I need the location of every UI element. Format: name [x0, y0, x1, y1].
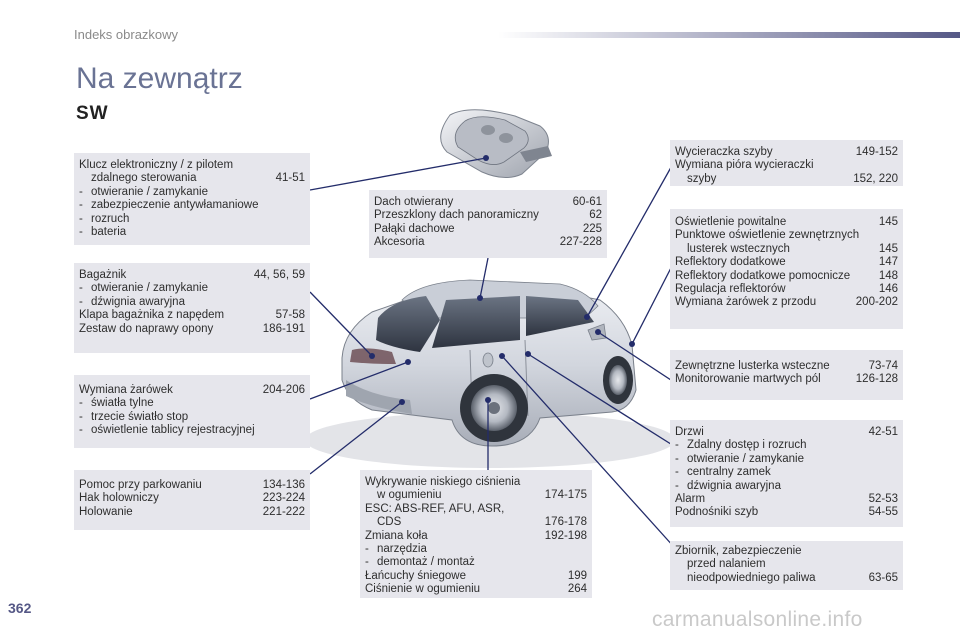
watermark: carmanualsonline.info — [652, 608, 863, 632]
key-title[interactable]: Klucz elektroniczny / z pilotem — [79, 159, 305, 172]
key-fob-image — [441, 110, 552, 178]
list-item: bateria — [79, 226, 305, 239]
list-item: otwieranie / zamykanie — [675, 453, 898, 466]
list-item: dźwignia awaryjna — [79, 296, 305, 309]
page-number: 362 — [8, 600, 31, 616]
box-key: Klucz elektroniczny / z pilotem zdalnego… — [74, 153, 310, 245]
esc-title[interactable]: ESC: ABS-REF, AFU, ASR, — [365, 503, 587, 516]
list-item: otwieranie / zamykanie — [79, 186, 305, 199]
list-item: zabezpieczenie antywłamaniowe — [79, 199, 305, 212]
list-item: dźwignia awaryjna — [675, 480, 898, 493]
list-item: światła tylne — [79, 397, 305, 410]
tyre-detection-title[interactable]: Wykrywanie niskiego ciśnienia — [365, 476, 587, 489]
box-tyres: Wykrywanie niskiego ciśnienia w ogumieni… — [360, 470, 592, 598]
car-image — [305, 280, 675, 468]
fuel-title-cont[interactable]: przed nalaniem — [675, 558, 898, 571]
mirror-lighting-title[interactable]: Punktowe oświetlenie zewnętrznych — [675, 229, 898, 242]
list-item: narzędzia — [365, 543, 587, 556]
list-item: oświetlenie tablicy rejestracyjnej — [79, 424, 305, 437]
fuel-title[interactable]: Zbiornik, zabezpieczenie — [675, 545, 898, 558]
box-fuel: Zbiornik, zabezpieczenie przed nalaniem … — [670, 541, 903, 590]
list-item: centralny zamek — [675, 466, 898, 479]
list-item: demontaż / montaż — [365, 556, 587, 569]
list-item: trzecie światło stop — [79, 411, 305, 424]
wiper-blade-title[interactable]: Wymiana pióra wycieraczki — [675, 159, 898, 172]
list-item: Zdalny dostęp i rozruch — [675, 439, 898, 452]
list-item: otwieranie / zamykanie — [79, 282, 305, 295]
list-item: rozruch — [79, 213, 305, 226]
